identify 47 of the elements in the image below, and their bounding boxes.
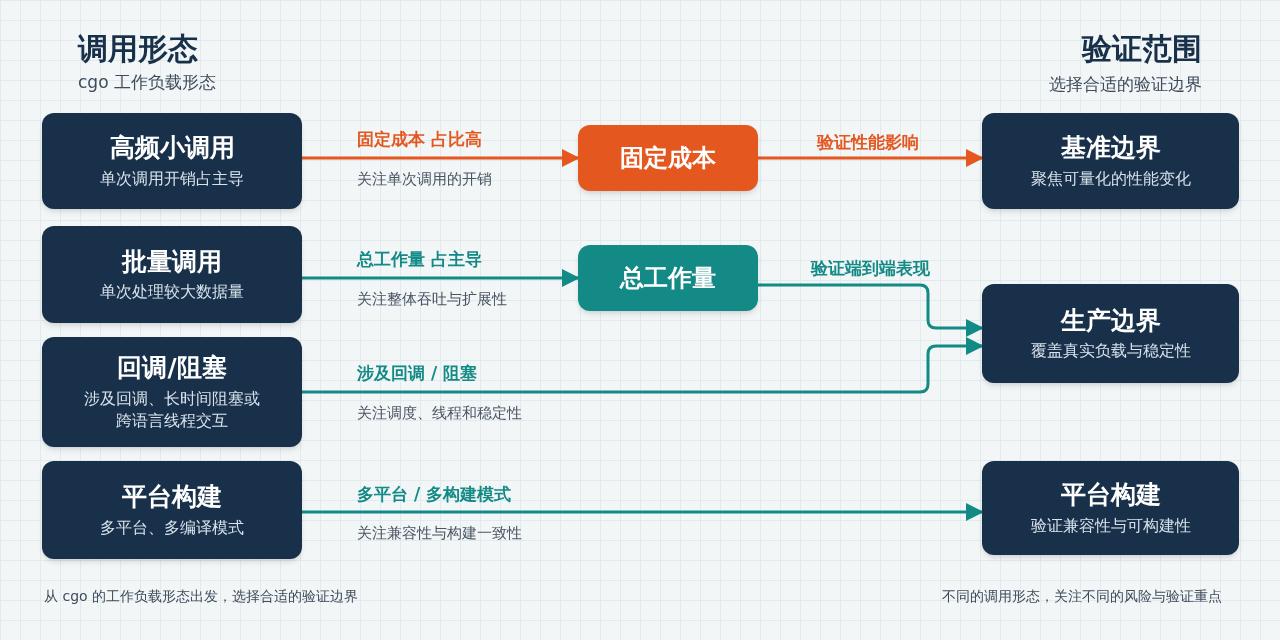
process-box bbox=[42, 337, 302, 447]
box-title: 平台构建 bbox=[1060, 479, 1161, 511]
footer-note: 不同的调用形态，关注不同的风险与验证重点 bbox=[942, 587, 1222, 606]
note-text: 关注调度、线程和稳定性 bbox=[357, 403, 522, 424]
column-heading: 验证范围 bbox=[1082, 30, 1202, 68]
arrow bbox=[758, 283, 984, 337]
process-box bbox=[578, 125, 758, 191]
box-subtitle: 聚焦可量化的性能变化 bbox=[1030, 167, 1191, 190]
edge-label: 固定成本 占比高 bbox=[357, 128, 482, 151]
box-subtitle: 多平台、多编译模式 bbox=[100, 516, 244, 539]
edge-label: 验证端到端表现 bbox=[810, 257, 930, 280]
process-box bbox=[42, 113, 302, 209]
box-title: 基准边界 bbox=[1060, 132, 1161, 164]
box-title: 生产边界 bbox=[1060, 304, 1161, 337]
box-title: 批量调用 bbox=[122, 245, 222, 278]
box-title: 平台构建 bbox=[122, 481, 222, 513]
edge-label: 多平台 / 多构建模式 bbox=[357, 483, 512, 506]
process-box bbox=[42, 226, 302, 323]
note-text: 关注单次调用的开销 bbox=[357, 169, 492, 190]
column-heading: 选择合适的验证边界 bbox=[1049, 73, 1202, 96]
arrow bbox=[302, 337, 984, 394]
process-box bbox=[982, 284, 1239, 383]
note-text: 关注整体吞吐与扩展性 bbox=[357, 289, 507, 310]
box-subtitle: 单次调用开销占主导 bbox=[100, 167, 244, 190]
column-heading: cgo 工作负载形态 bbox=[78, 71, 216, 94]
box-subtitle: 覆盖真实负载与稳定性 bbox=[1030, 340, 1191, 363]
box-subtitle: 涉及回调、长时间阻塞或跨语言线程交互 bbox=[83, 387, 261, 432]
column-heading: 调用形态 bbox=[78, 30, 198, 68]
box-title: 总工作量 bbox=[620, 263, 716, 293]
arrow bbox=[302, 149, 580, 167]
arrow bbox=[302, 269, 580, 287]
box-title: 回调/阻塞 bbox=[117, 352, 227, 384]
note-text: 关注兼容性与构建一致性 bbox=[357, 523, 522, 544]
box-subtitle: 单次处理较大数据量 bbox=[100, 281, 244, 304]
arrow bbox=[758, 149, 984, 167]
process-box bbox=[982, 113, 1239, 209]
process-box bbox=[578, 245, 758, 311]
box-title: 高频小调用 bbox=[109, 132, 235, 164]
process-box bbox=[42, 461, 302, 559]
process-box bbox=[982, 461, 1239, 555]
box-subtitle: 验证兼容性与可构建性 bbox=[1030, 514, 1191, 537]
box-title: 固定成本 bbox=[620, 143, 716, 173]
edge-label: 总工作量 占主导 bbox=[357, 248, 482, 271]
edge-label: 验证性能影响 bbox=[817, 131, 919, 154]
arrow bbox=[302, 503, 984, 521]
footer-note: 从 cgo 的工作负载形态出发，选择合适的验证边界 bbox=[44, 587, 359, 606]
edge-label: 涉及回调 / 阻塞 bbox=[357, 362, 478, 385]
